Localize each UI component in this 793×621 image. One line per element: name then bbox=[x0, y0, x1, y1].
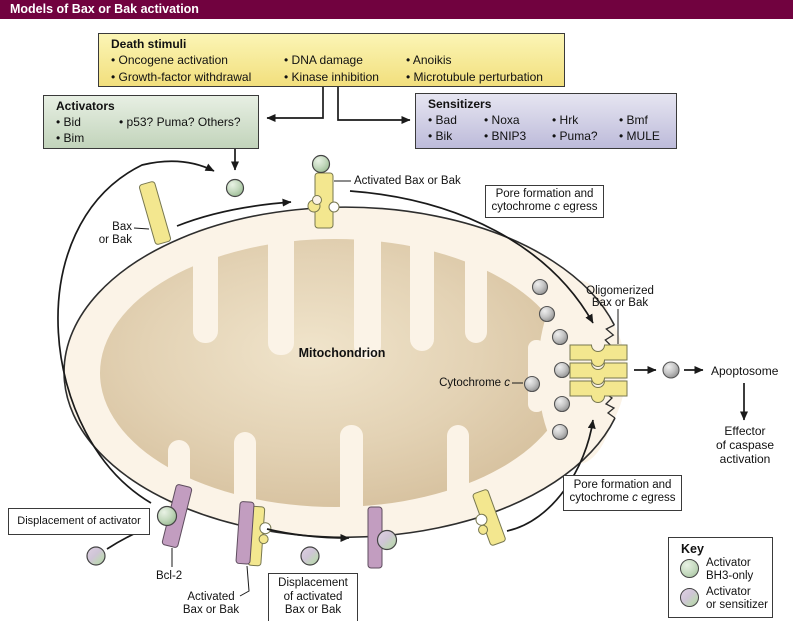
leader-lines bbox=[133, 180, 619, 597]
death-stimuli-item: • Oncogene activation bbox=[111, 53, 228, 67]
pore-egress-bottom-box: Pore formation and cytochrome c egress bbox=[563, 475, 682, 511]
sensitizers-item: • MULE bbox=[619, 129, 660, 143]
displacement-activator-box: Displacement of activator bbox=[8, 508, 150, 535]
arrow-activated-to-pore-top bbox=[349, 190, 594, 324]
sensitizers-item: • Noxa bbox=[484, 113, 520, 127]
death-stimuli-item: • Growth-factor withdrawal bbox=[111, 70, 252, 84]
activators-box: Activators • Bid • Bim • p53? Puma? Othe… bbox=[43, 95, 259, 149]
bcl2-protein bbox=[156, 484, 193, 548]
crista bbox=[354, 222, 381, 359]
dual-ball-free-left bbox=[86, 546, 106, 566]
activator-ball-on-bcl2 bbox=[156, 505, 178, 527]
crista bbox=[268, 222, 294, 355]
key-item-activator-sensitizer: Activator or sensitizer bbox=[706, 586, 768, 611]
activated-bax-bak-top-protein bbox=[307, 154, 340, 229]
activator-ball-on-bax bbox=[311, 154, 331, 174]
activators-item: • Bim bbox=[56, 131, 85, 145]
death-stimuli-item: • Microtubule perturbation bbox=[406, 70, 543, 84]
sensitizer-bound-protein bbox=[367, 506, 398, 569]
crista bbox=[410, 234, 434, 351]
cytochrome-c-molecule bbox=[551, 328, 569, 346]
cytochrome-c-label: Cytochrome c bbox=[439, 377, 510, 389]
arrows bbox=[57, 86, 748, 550]
activated-bax-top-label: Activated Bax or Bak bbox=[354, 175, 461, 187]
arrow-activator-recycle-swoop bbox=[57, 160, 215, 504]
death-stimuli-box: Death stimuli • Oncogene activation • Gr… bbox=[98, 33, 565, 87]
cytochrome-c-molecule bbox=[662, 361, 680, 379]
key-box: Key Activator BH3-only Activator or sens… bbox=[668, 537, 773, 618]
crista bbox=[340, 425, 363, 520]
sequestered-activated-bax-bak bbox=[235, 501, 272, 567]
dual-ball-on-rod bbox=[376, 529, 398, 551]
activated-bax-bottom-label: Activated Bax or Bak bbox=[182, 591, 240, 616]
cytochrome-c-molecule bbox=[531, 278, 549, 296]
key-item-activator: Activator BH3-only bbox=[706, 557, 754, 582]
pore-subunit bbox=[569, 380, 628, 403]
cytochrome-c-molecule bbox=[538, 305, 556, 323]
key-title: Key bbox=[681, 542, 704, 556]
crista bbox=[447, 425, 469, 513]
crista bbox=[234, 432, 256, 517]
cytochrome-c-molecule bbox=[523, 375, 541, 393]
sensitizers-box: Sensitizers • Bad • Bik • Noxa • BNIP3 •… bbox=[415, 93, 677, 149]
cytochrome-c-molecule bbox=[553, 395, 571, 413]
pore-egress-top-box: Pore formation and cytochrome c egress bbox=[485, 185, 604, 218]
sensitizers-item: • Bmf bbox=[619, 113, 648, 127]
oligomerized-pore bbox=[569, 344, 628, 403]
arrow-death-to-activators bbox=[266, 86, 324, 122]
leader-activated-bottom bbox=[239, 565, 250, 597]
apoptosome-label: Apoptosome bbox=[711, 364, 779, 378]
cytochrome-c-molecule bbox=[553, 361, 571, 379]
title-bar: Models of Bax or Bak activation bbox=[0, 0, 793, 19]
arrow-death-to-sensitizers bbox=[337, 86, 411, 124]
sensitizers-item: • Hrk bbox=[552, 113, 579, 127]
dual-ball-free-middle bbox=[300, 546, 320, 566]
activators-item: • p53? Puma? Others? bbox=[119, 115, 241, 129]
activators-title: Activators bbox=[56, 99, 115, 113]
displacement-activated-box: Displacement of activated Bax or Bak bbox=[268, 573, 358, 621]
pore-subunit bbox=[569, 362, 628, 385]
sensitizers-item: • Bik bbox=[428, 129, 453, 143]
crista bbox=[465, 243, 487, 343]
activated-bax-bak-bottom-protein bbox=[472, 489, 506, 546]
page-title: Models of Bax or Bak activation bbox=[10, 2, 199, 16]
arrow-bax-to-activated bbox=[176, 198, 292, 227]
activator-ball-free bbox=[225, 178, 245, 198]
death-stimuli-title: Death stimuli bbox=[111, 37, 187, 51]
key-activator-sensitizer-ball-icon bbox=[680, 588, 699, 607]
oligomerized-label: Oligomerized Bax or Bak bbox=[586, 285, 654, 309]
key-activator-ball-icon bbox=[680, 559, 699, 578]
cytochrome-c-molecules bbox=[523, 278, 680, 441]
activators-item: • Bid bbox=[56, 115, 81, 129]
sensitizers-item: • BNIP3 bbox=[484, 129, 527, 143]
mitochondrion-label: Mitochondrion bbox=[298, 346, 386, 360]
effector-label: Effector of caspase activation bbox=[715, 424, 775, 466]
sensitizers-item: • Bad bbox=[428, 113, 457, 127]
bcl2-label: Bcl-2 bbox=[156, 570, 183, 582]
crista bbox=[193, 228, 218, 343]
bax-bak-inactive-protein bbox=[138, 181, 172, 245]
pore-subunit bbox=[569, 344, 628, 367]
arrow-displacement bbox=[266, 528, 350, 542]
cytochrome-c-molecule bbox=[551, 423, 569, 441]
death-stimuli-item: • Kinase inhibition bbox=[284, 70, 379, 84]
membrane-tear-bottom bbox=[604, 393, 616, 419]
sensitizers-item: • Puma? bbox=[552, 129, 598, 143]
sensitizers-title: Sensitizers bbox=[428, 97, 492, 111]
bax-or-bak-label: Bax or Bak bbox=[98, 221, 132, 246]
leader-bax-or-bak bbox=[133, 227, 150, 230]
death-stimuli-item: • Anoikis bbox=[406, 53, 452, 67]
death-stimuli-item: • DNA damage bbox=[284, 53, 363, 67]
